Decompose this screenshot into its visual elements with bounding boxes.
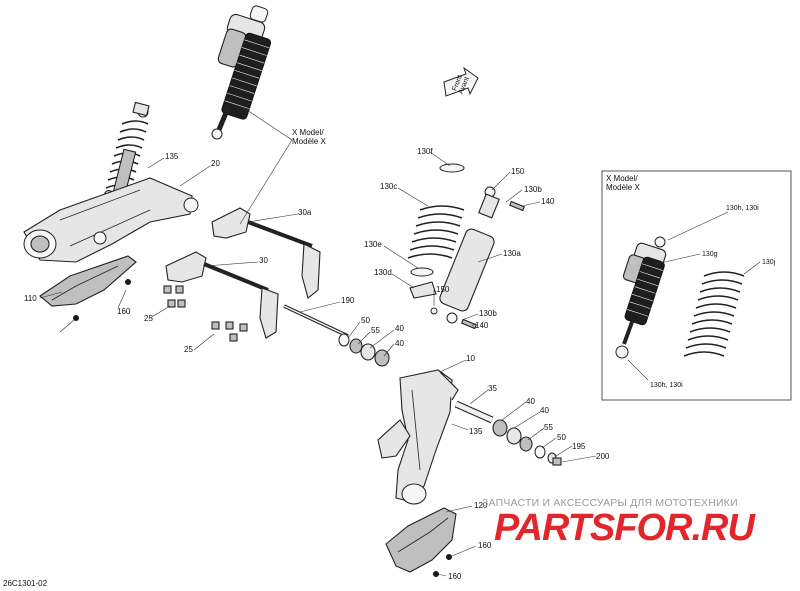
part-label: 130h, 130i [650,382,683,389]
x-model-spring-inset [683,271,745,357]
x-model-inset-frame [601,170,792,401]
shaft-190 [283,304,349,338]
part-label: 135 [469,427,483,436]
part-label: 25 [144,314,153,323]
part-label: 30a [298,208,312,217]
leader-lines [39,107,761,577]
part-label: 55 [371,326,380,335]
part-label: 130c [380,182,397,191]
part-label: 160 [448,572,462,581]
watermark-tagline: ЗАПЧАСТИ И АКСЕССУАРЫ ДЛЯ МОТОТЕХНИКИ [482,497,738,509]
part-label: 150 [511,167,525,176]
part-label: 140 [541,197,555,206]
link-bracket-30 [165,251,279,339]
front-direction-arrow [443,66,479,97]
inset-note-line2: Modèle X [606,183,640,192]
part-label: 50 [557,433,566,442]
part-label: 35 [488,384,497,393]
x-model-shock-inset [615,236,667,359]
x-model-shock-top [211,5,272,140]
part-label: 30 [259,256,268,265]
watermark-brand: PARTSFOR.RU [494,507,755,549]
part-label: 190 [341,296,355,305]
part-label: 130b [479,309,497,318]
part-label: 130h, 130i [726,205,759,212]
variant-note-line2: Modèle X [292,137,326,146]
part-label: 120 [474,501,488,510]
main-frame-10 [377,369,459,505]
part-label: 160 [478,541,492,550]
part-label: 160 [117,307,131,316]
bearing-stack-upper [338,333,390,367]
inset-note-line1: X Model/ [606,174,638,183]
part-label: 140 [475,321,489,330]
part-label: 130j [762,259,776,266]
part-label: 130f [417,147,433,156]
skid-plate-left [39,255,137,321]
bolts-25-left [163,285,186,308]
part-label: 135 [165,152,179,161]
part-label: 20 [211,159,220,168]
part-label: 130b [524,185,542,194]
part-label: 130d [374,268,392,277]
diagram-code: 26C1301-02 [3,579,48,588]
center-shock-130a [407,163,525,330]
part-label: 40 [526,397,535,406]
part-label: 130a [503,249,521,258]
rear-swing-arm [23,177,199,263]
part-labels: 135 20 30a 30 190 110 160 25 50 55 40 10… [24,74,776,581]
variant-note-line1: X Model/ [292,128,324,137]
part-label: 25 [184,345,193,354]
part-label: 195 [572,442,586,451]
part-label: 130e [364,240,382,249]
part-label: 150 [436,285,450,294]
part-label: 50 [361,316,370,325]
part-label: 130g [702,251,718,258]
part-label: 40 [540,406,549,415]
part-label: 40 [395,324,404,333]
part-label: 200 [596,452,610,461]
skid-plate-lower [385,507,457,577]
part-label: 55 [544,423,553,432]
link-bracket-30a [211,207,321,299]
bolts-25-center [211,321,248,342]
part-label: 110 [24,294,37,303]
part-label: 10 [466,354,475,363]
axle-35 [454,400,494,424]
bearing-stack-lower [492,419,562,466]
part-label: 40 [395,339,404,348]
